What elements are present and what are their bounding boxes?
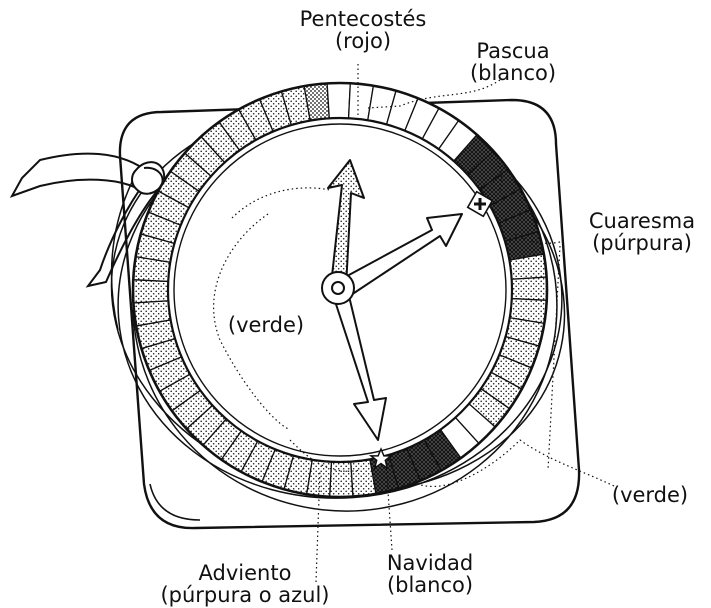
label-lent: Cuaresma (púrpura)	[580, 210, 704, 254]
label-easter: Pascua (blanco)	[448, 40, 578, 84]
label-ordinary-outer: (verde)	[594, 484, 706, 506]
label-advent-color: (púrpura o azul)	[140, 584, 350, 606]
label-advent: Adviento (púrpura o azul)	[140, 562, 350, 606]
label-ordinary-outer-color: (verde)	[594, 484, 706, 506]
label-advent-name: Adviento	[140, 562, 350, 584]
label-ordinary-inner-color: (verde)	[206, 314, 326, 336]
label-pentecost-color: (rojo)	[282, 30, 444, 52]
label-christmas-name: Navidad	[360, 552, 500, 574]
label-pentecost: Pentecostés (rojo)	[282, 8, 444, 52]
label-lent-color: (púrpura)	[580, 232, 704, 254]
label-pentecost-name: Pentecostés	[282, 8, 444, 30]
week-segment-ordinary	[133, 280, 168, 303]
week-segment-ordinary	[512, 277, 547, 300]
label-easter-color: (blanco)	[448, 62, 578, 84]
label-easter-name: Pascua	[448, 40, 578, 62]
label-christmas-color: (blanco)	[360, 574, 500, 596]
week-segment-easter	[327, 83, 350, 118]
label-christmas: Navidad (blanco)	[360, 552, 500, 596]
label-lent-name: Cuaresma	[580, 210, 704, 232]
week-segment-ordinary	[330, 462, 353, 497]
label-ordinary-inner: (verde)	[206, 314, 326, 336]
